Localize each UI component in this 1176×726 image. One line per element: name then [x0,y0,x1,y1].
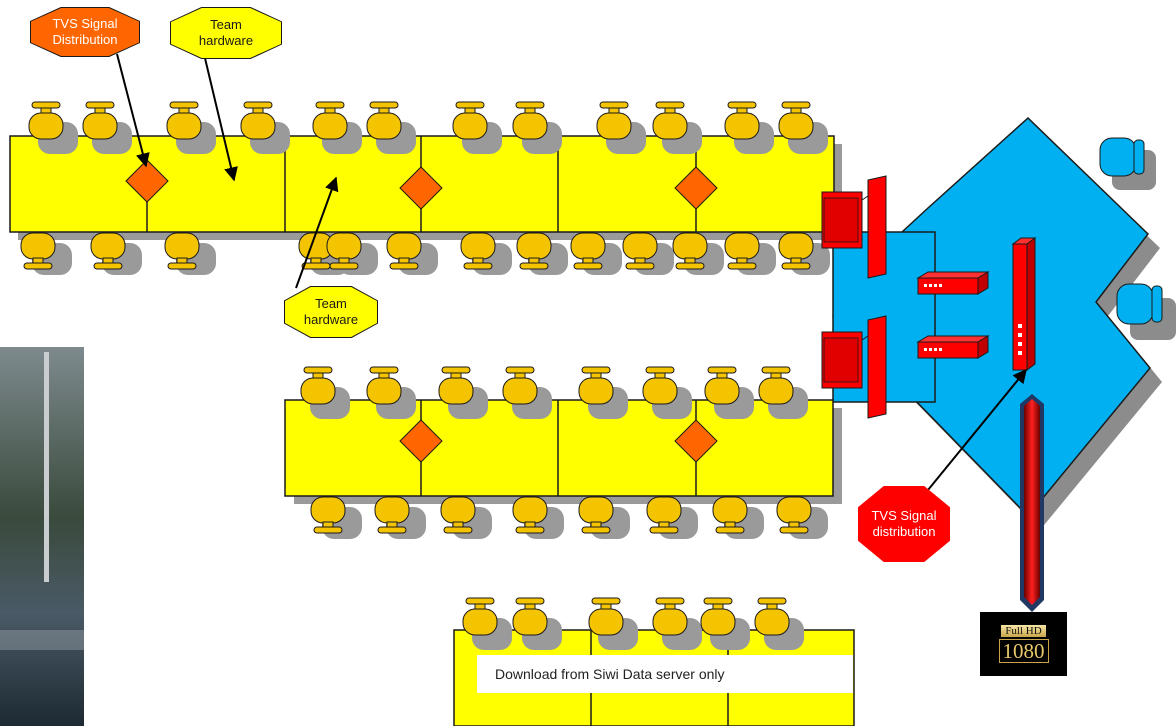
arrow [116,53,150,168]
callout-team-hardware-top: Team hardware [170,7,282,59]
chair [366,366,416,419]
monitor [821,315,887,419]
chair [438,366,488,419]
chair [82,101,132,154]
download-note: Download from Siwi Data server only [477,655,853,693]
chair [712,496,764,539]
chair [700,597,750,650]
network-switch [916,335,990,359]
signal-diamond [125,159,169,203]
chair [578,366,628,419]
signal-diamond [399,419,443,463]
audience-seat [1116,283,1176,340]
arrow [927,368,1027,491]
chair [652,597,702,650]
callout-text: TVS Signal Distribution [52,16,118,47]
chair [440,496,492,539]
callout-text: Team hardware [198,17,254,48]
chair [452,101,502,154]
chair [778,101,828,154]
chair [240,101,290,154]
audience-seat [1099,137,1156,190]
signal-distribution-rack [1011,237,1037,371]
arrow [203,53,238,182]
resolution-text: 1080 [998,639,1049,663]
chair [776,496,828,539]
chair [386,232,438,275]
full-hd-text: Full HD [1001,625,1046,637]
callout-tvs-signal-distribution-right: TVS Signal distribution [858,486,950,562]
chair [366,101,416,154]
chair [570,232,622,275]
full-hd-1080-logo: Full HD 1080 [980,612,1067,676]
photo-pole [44,352,49,582]
signal-diamond [674,419,718,463]
chair [652,101,702,154]
arrow [295,176,339,289]
chair [704,366,754,419]
chair [724,232,776,275]
chair [512,496,564,539]
chair [672,232,724,275]
chair [778,232,830,275]
signal-diamond [399,166,443,210]
chair [512,597,562,650]
chair [758,366,808,419]
background-photo [0,347,84,726]
chair [578,496,630,539]
download-note-text: Download from Siwi Data server only [495,666,725,682]
chair [164,232,216,275]
chair [312,101,362,154]
chair [20,232,72,275]
callout-team-hardware-middle: Team hardware [284,286,378,338]
chair [588,597,638,650]
chair [310,496,362,539]
signal-distribution-diamonds [125,159,718,463]
chair [326,232,378,275]
callout-arrows [116,53,1027,491]
chair [754,597,804,650]
video-cable [1020,394,1044,612]
chair [28,101,78,154]
chair [460,232,512,275]
chair [166,101,216,154]
chair [90,232,142,275]
network-switch [916,271,990,295]
callout-text: TVS Signal distribution [871,508,937,539]
chair [374,496,426,539]
chair [642,366,692,419]
chair [622,232,674,275]
chair [596,101,646,154]
callout-tvs-signal-distribution-top: TVS Signal Distribution [30,7,140,57]
chair [462,597,512,650]
chair [502,366,552,419]
callout-text: Team hardware [303,296,359,327]
chair [646,496,698,539]
chair [516,232,568,275]
chair [724,101,774,154]
chair [512,101,562,154]
photo-railing [0,630,84,650]
signal-diamond [674,166,718,210]
chair [300,366,350,419]
monitor [821,175,887,279]
chairs [20,101,830,650]
